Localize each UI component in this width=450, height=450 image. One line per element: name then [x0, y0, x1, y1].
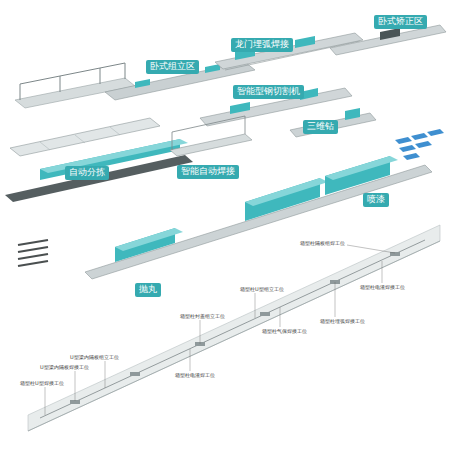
station-label: 箱型柱埋弧焊接工位: [320, 318, 365, 324]
station-label: 箱型柱U型组立工位: [240, 286, 284, 292]
rail: [40, 240, 425, 418]
area-tag: 卧式矫正区: [374, 15, 427, 28]
platform: [28, 225, 440, 431]
paint-booth-top: [325, 156, 398, 180]
grid-line: [40, 142, 50, 150]
welding-table: [170, 134, 252, 156]
leader-line: [335, 282, 336, 317]
area-name: 喷漆: [367, 194, 385, 205]
leader-line: [280, 307, 281, 327]
area-tag: 卧式组立区: [146, 60, 199, 73]
area-name: 卧式矫正区: [378, 16, 423, 27]
drill-bed: [290, 113, 376, 137]
steel-bar: [18, 261, 48, 266]
station-label: 箱型柱U型焊接工位: [20, 380, 64, 386]
frame-beam: [172, 116, 245, 132]
gantry-post: [60, 76, 61, 92]
area-name: 抛丸: [139, 284, 157, 295]
grid-line: [110, 127, 120, 135]
leader-line: [190, 349, 191, 371]
welding-gantry: [295, 36, 315, 48]
steel-bar: [18, 247, 48, 252]
leader-line: [105, 361, 106, 388]
frame-post: [245, 116, 246, 134]
station-machine: [130, 372, 140, 376]
leader-line: [200, 320, 201, 344]
area-tag: 龙门埋弧焊接: [231, 38, 293, 51]
gantry-beam: [20, 63, 125, 84]
leader-line: [75, 371, 76, 401]
machine-block: [205, 64, 220, 73]
station-label: U型梁内隔板组立工位: [70, 354, 119, 360]
station-machine: [260, 312, 270, 316]
area-name: 卧式组立区: [150, 61, 195, 72]
area-tag: 抛丸: [135, 283, 161, 296]
frame-post: [172, 132, 173, 150]
shot-blast-top: [115, 228, 183, 251]
paint-booth-top: [245, 178, 328, 206]
finished-panel: [415, 141, 432, 148]
finished-panel: [427, 129, 444, 136]
leader-line: [45, 387, 46, 415]
gantry-post: [20, 84, 21, 100]
station-label: 箱型柱隔板组焊工位: [300, 240, 345, 246]
area-tag: 三维钻: [303, 120, 338, 133]
leader-line: [382, 261, 383, 283]
area-tag: 喷漆: [363, 193, 389, 206]
sorting-machine-top: [40, 139, 188, 173]
grid-line: [75, 135, 85, 143]
area-name: 智能自动焊接: [181, 166, 235, 177]
leader-line: [255, 293, 256, 318]
finished-panel: [411, 133, 428, 140]
straightening-machine: [380, 28, 400, 40]
gantry-post: [125, 63, 126, 79]
straightening-bed: [330, 25, 446, 55]
area-name: 智能型钢切割机: [237, 86, 300, 97]
area-tag: 智能型钢切割机: [233, 85, 304, 98]
leader-line: [347, 245, 395, 253]
steel-bar: [18, 254, 48, 259]
station-label: 箱型柱电渣焊接工位: [360, 284, 405, 290]
area-name: 自动分拣: [69, 167, 105, 178]
finished-panel: [399, 145, 416, 152]
station-label: 箱型柱电渣焊工位: [175, 372, 215, 378]
machine-block: [135, 79, 150, 88]
station-label: 箱型柱气保焊接工位: [262, 328, 307, 334]
finished-panel: [403, 153, 420, 160]
area-name: 龙门埋弧焊接: [235, 39, 289, 50]
gantry-post: [100, 68, 101, 84]
station-label: U型梁内隔板焊接工位: [40, 364, 89, 370]
cutting-machine: [230, 102, 250, 114]
steel-bar: [18, 240, 48, 245]
drill-machine: [345, 108, 360, 120]
area-name: 三维钻: [307, 121, 334, 132]
station-label: 箱型柱封盖组立工位: [180, 313, 225, 319]
area-tag: 自动分拣: [65, 166, 109, 179]
finished-panel: [395, 137, 412, 144]
platform-edge: [28, 241, 440, 431]
area-tag: 智能自动焊接: [177, 165, 239, 178]
